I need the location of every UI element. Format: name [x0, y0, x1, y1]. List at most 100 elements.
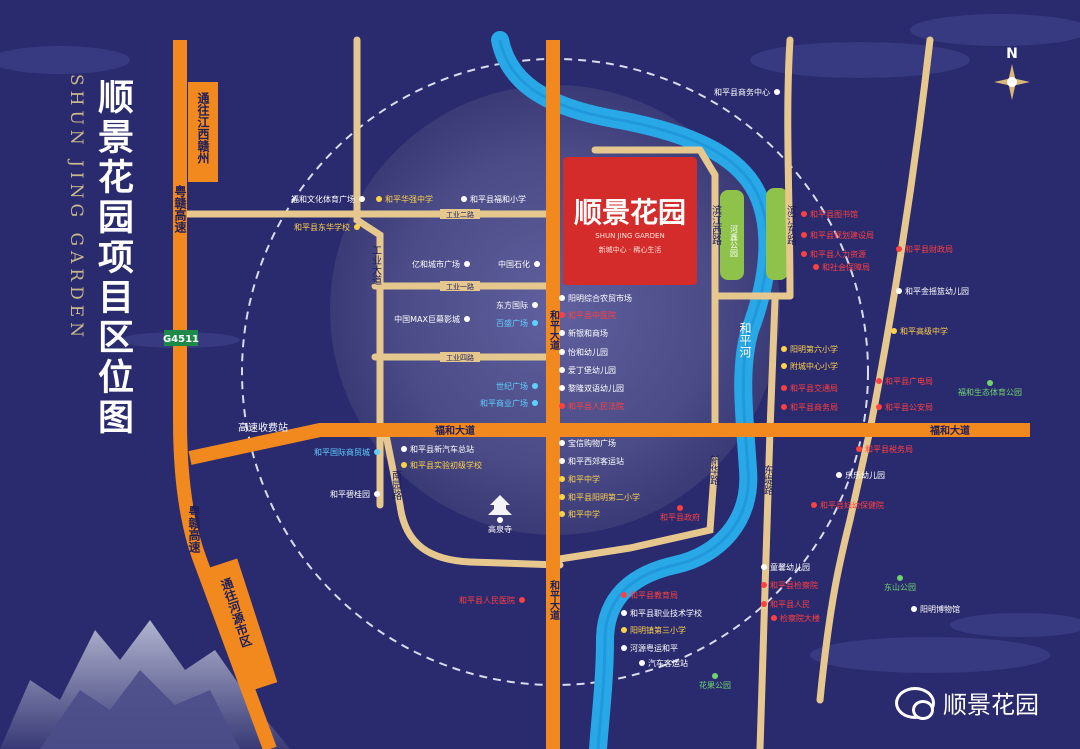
poi-label: 和平县东华学校: [294, 222, 350, 232]
poi-marker: [896, 288, 902, 294]
page-title: 顺景花园项目区位图: [92, 78, 133, 438]
poi-marker: [497, 517, 503, 523]
poi-marker: [401, 462, 407, 468]
road-hehe-dadao-left: 福和大道: [434, 424, 475, 437]
poi-label: 阳明镇第三小学: [630, 625, 686, 635]
poi-label: 和平县人力资源: [810, 249, 866, 259]
poi-label: 和平县职业技术学校: [630, 608, 702, 618]
poi-label: 和平县人民法院: [568, 401, 624, 411]
poi-marker: [761, 564, 767, 570]
project-tagline: 新城中心 · 稀心生活: [599, 245, 662, 254]
poi-marker: [761, 601, 767, 607]
poi-label: 和平县阳明第二小学: [568, 492, 640, 502]
poi-label: 怡和幼儿园: [568, 347, 608, 357]
poi-label: 东山公园: [884, 582, 916, 592]
road-gongye-dadao: 工业大道: [370, 245, 382, 285]
poi-group-right: 和平县商务中心和平县图书馆和平县规划建设局和平县人力资源和社会保障局和平县财政局…: [714, 87, 1022, 623]
road-toll-station: 高速收费站: [238, 421, 288, 434]
poi-label: 东方国际: [496, 300, 528, 310]
poi-marker: [374, 491, 380, 497]
road-nanyuan: 南园路: [390, 469, 402, 501]
poi-label: 和平县政府: [660, 512, 700, 522]
road-gongye-yi: 工业一路: [446, 282, 474, 291]
road-yuegan-bottom: 粤赣高速: [187, 504, 201, 554]
poi-label: 和平县中医院: [568, 310, 616, 320]
poi-label: 爱丁堡幼儿园: [568, 365, 616, 375]
poi-marker: [771, 615, 777, 621]
poi-label: 和平华强中学: [385, 194, 433, 204]
road-hehe-dadao-right: 福和大道: [929, 424, 970, 437]
poi-marker: [621, 610, 627, 616]
poi-label: 百盛广场: [496, 318, 528, 328]
road-to-jiangxi: 通往江西赣州: [196, 91, 210, 165]
road-heping-dadao-bottom: 和平大道: [548, 579, 561, 621]
poi-marker: [781, 363, 787, 369]
poi-marker: [621, 627, 627, 633]
poi-marker: [559, 385, 565, 391]
poi-marker: [813, 264, 819, 270]
road-gongye-er: 工业二路: [446, 210, 474, 219]
poi-marker: [559, 330, 565, 336]
park-heyue: 河鑫公园: [730, 224, 739, 258]
poi-marker: [461, 196, 467, 202]
temple-icon: [488, 495, 512, 515]
poi-marker: [987, 380, 993, 386]
poi-marker: [359, 196, 365, 202]
poi-marker: [891, 328, 897, 334]
poi-label: 和平县图书馆: [810, 209, 858, 219]
road-binjiang-xi: 滨江西路: [710, 204, 722, 246]
poi-marker: [464, 316, 470, 322]
poi-label: 和平商业广场: [480, 398, 528, 408]
poi-marker: [519, 597, 525, 603]
poi-marker: [559, 403, 565, 409]
poi-label: 和平西郊客运站: [568, 456, 624, 466]
poi-marker: [774, 89, 780, 95]
poi-marker: [897, 575, 903, 581]
poi-marker: [876, 404, 882, 410]
poi-label: 福和文化体育广场: [291, 194, 355, 204]
compass-label: N: [1006, 46, 1018, 62]
poi-marker: [464, 261, 470, 267]
poi-label: 福和生态体育公园: [958, 387, 1022, 397]
poi-label: 和平国际商贸城: [314, 447, 370, 457]
poi-label: 检察院大楼: [780, 613, 820, 623]
poi-label: 和平县福和小学: [470, 194, 526, 204]
poi-marker: [712, 673, 718, 679]
cloud-decoration: [0, 14, 1080, 673]
poi-marker: [781, 385, 787, 391]
road-dongdi: 东堤路: [762, 464, 774, 496]
poi-marker: [532, 320, 538, 326]
poi-marker: [911, 606, 917, 612]
poi-label: 和平县广电局: [885, 376, 933, 386]
poi-marker: [374, 449, 380, 455]
poi-marker: [376, 196, 382, 202]
road-yuegan-top: 粤赣高速: [173, 184, 187, 234]
poi-label: 阳明综合农贸市场: [568, 293, 632, 303]
poi-label: 附城中心小学: [790, 361, 838, 371]
poi-label: 世纪广场: [496, 381, 528, 391]
poi-label: 和平县规划建设局: [810, 230, 874, 240]
poi-marker: [761, 582, 767, 588]
poi-marker: [801, 211, 807, 217]
poi-marker: [559, 494, 565, 500]
river-heping: 和平河: [738, 322, 752, 358]
wechat-label: 顺景花园: [943, 691, 1039, 719]
poi-marker: [896, 246, 902, 252]
poi-marker: [534, 261, 540, 267]
poi-label: 花果公园: [699, 680, 731, 690]
poi-marker: [559, 295, 565, 301]
road-xinhua: 新华路: [708, 454, 720, 486]
road-g4511: G4511: [163, 334, 199, 345]
poi-marker: [639, 660, 645, 666]
poi-group-center: 阳明综合农贸市场和平县中医院新银和商场怡和幼儿园爱丁堡幼儿园黎隆双语幼儿园和平县…: [559, 293, 731, 690]
compass-icon: N: [994, 46, 1030, 100]
poi-label: 和平高级中学: [900, 326, 948, 336]
poi-label: 和平县公安局: [885, 402, 933, 412]
poi-marker: [781, 346, 787, 352]
poi-marker: [811, 502, 817, 508]
poi-label: 高泉寺: [488, 524, 512, 534]
poi-label: 和平县教育局: [630, 590, 678, 600]
poi-marker: [621, 592, 627, 598]
